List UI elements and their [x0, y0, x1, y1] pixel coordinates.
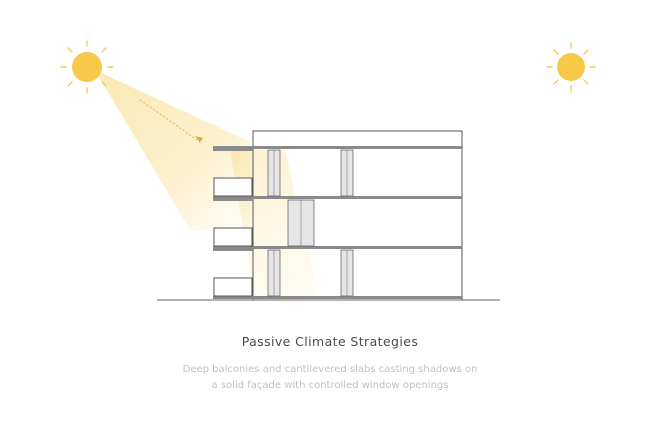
window-mullions — [273, 150, 348, 296]
slab-level-1 — [213, 246, 462, 249]
diagram-title: Passive Climate Strategies — [241, 334, 419, 349]
balcony-soffits — [213, 149, 253, 251]
slab-level-2 — [213, 196, 462, 199]
arrow-head — [195, 136, 203, 142]
balcony-railing — [213, 277, 253, 297]
sunlight-beam — [95, 70, 250, 232]
slab-ground — [213, 296, 462, 299]
building-body — [252, 147, 463, 300]
sun-direction-arrow — [139, 99, 201, 143]
balcony-railing — [213, 177, 253, 197]
floor-slabs — [213, 146, 462, 299]
balconies — [213, 177, 253, 297]
slab-roof — [213, 146, 462, 149]
roof-parapet — [252, 130, 463, 148]
diagram-description: Deep balconies and cantilevered slabs ca… — [0, 362, 660, 394]
description-line: a solid façade with controlled window op… — [211, 380, 449, 391]
balcony-railing — [213, 227, 253, 247]
sun-icon — [546, 42, 596, 92]
sun-icon — [60, 40, 114, 94]
description-line: Deep balconies and cantilevered slabs ca… — [182, 364, 478, 375]
